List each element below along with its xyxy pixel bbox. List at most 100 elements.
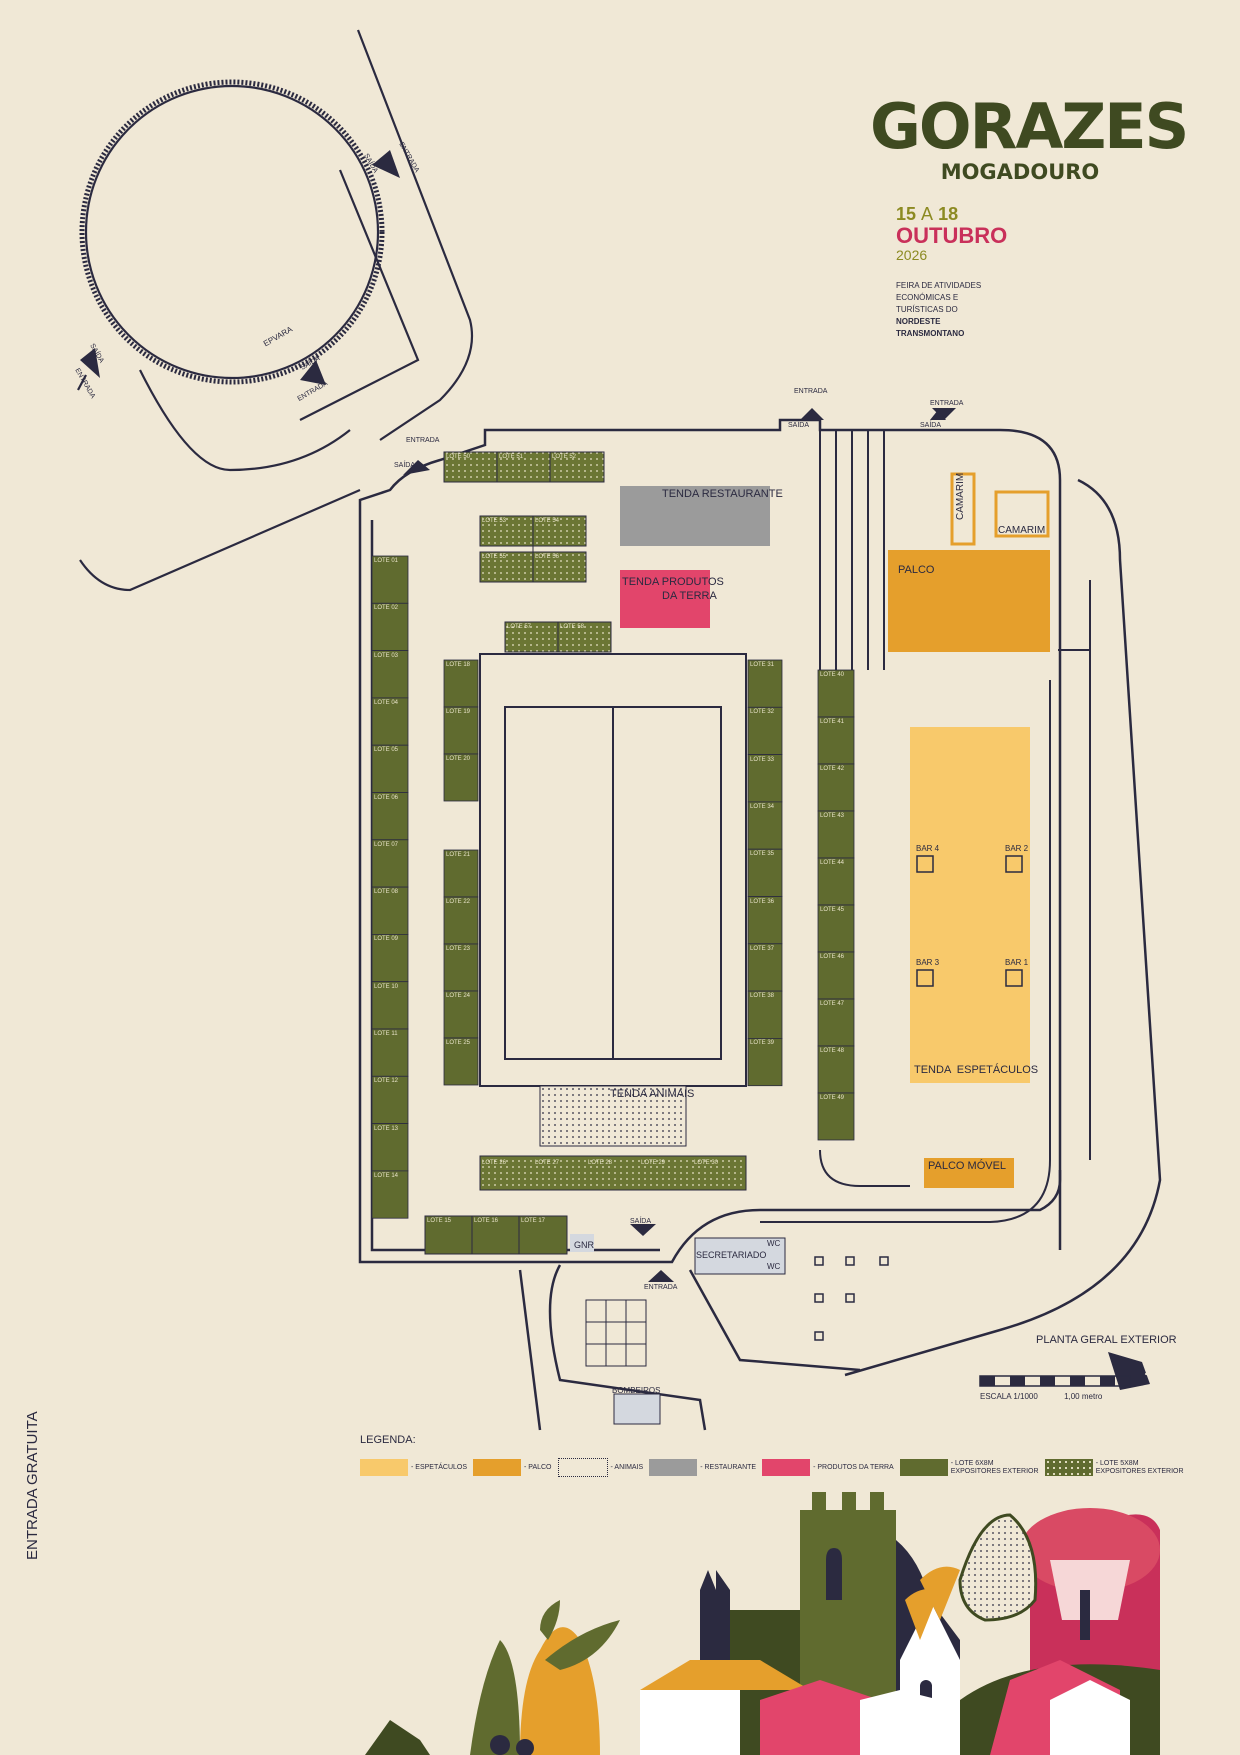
lot-lote-18 [443,659,479,708]
lot-lote-04 [371,697,409,746]
tenda-animais [539,1085,687,1147]
lot-lote-36 [747,896,783,945]
lot-lote-24 [443,990,479,1039]
lot-lote-35 [747,848,783,897]
lot-label: LOTE 11 [374,1031,398,1037]
lot-label: LOTE 34 [750,803,775,810]
lot-label: LOTE 35 [750,851,775,858]
gnr-box [570,1234,594,1252]
legend-item: - ANIMAIS [557,1458,643,1477]
lot-label: LOTE 55 [482,554,507,560]
desc-line-5: TRANSMONTANO [896,329,965,338]
lot-label: LOTE 37 [750,945,775,952]
palco-movel [924,1158,1014,1188]
lot-label: LOTE 23 [446,946,471,952]
lot-label: LOTE 01 [374,558,399,564]
tenda-restaurante [620,486,770,546]
lot-label: LOTE 04 [374,699,399,706]
lot-label: LOTE 39 [750,1040,775,1047]
lot-label: LOTE 20 [446,756,471,762]
gate-saida-south: SAÍDA [630,1218,652,1225]
scale-bar [979,1375,1131,1387]
lot-label: LOTE 54 [535,518,560,524]
lot-lote-05 [371,744,409,793]
label-tenda-restaurante: TENDA RESTAURANTE [662,488,783,500]
label-camarim-1: CAMARIM [955,472,966,520]
lot-label: LOTE 41 [820,719,845,725]
label-palco-movel: PALCO MÓVEL [928,1160,1007,1172]
camarim-1 [950,472,976,546]
lot-lote-42 [817,763,855,812]
lot-label: LOTE 32 [750,709,775,716]
label-bombeiros: BOMBEIROS [612,1386,661,1395]
lot-label: LOTE 29 [641,1160,666,1166]
lot-label: LOTE 18 [446,662,471,668]
lot-lote-38 [747,990,783,1039]
lot-lote-23 [443,943,479,992]
gate-saida-nw: SAÍDA [394,462,416,469]
lot-lote-03 [371,650,409,699]
lot-label: LOTE 19 [446,709,471,715]
lot-lote-47 [817,998,855,1047]
lot-lote-21 [443,849,479,898]
lot-lote-41 [817,716,855,765]
scale-labels: ESCALA 1/1000 1,00 metro [980,1392,1126,1401]
label-tenda-espetaculos: TENDA ESPETÁCULOS [914,1064,1039,1076]
lot-lote-13 [371,1123,409,1172]
lot-label: LOTE 36 [750,898,775,905]
lot-label: LOTE 45 [820,907,845,913]
date-start: 15 [896,204,917,224]
label-camarim-2: CAMARIM [998,525,1046,536]
label-wc-1: WC [767,1239,781,1248]
lot-lote-14 [371,1170,409,1219]
lot-label: LOTE 24 [446,993,471,999]
lot-lote-08 [371,886,409,935]
legend-swatch [1044,1459,1093,1476]
lot-label: LOTE 03 [374,652,399,659]
legend-label: - RESTAURANTE [700,1463,757,1471]
date-year: 2026 [896,247,928,263]
label-secretariado: SECRETARIADO [696,1250,767,1260]
lot-lote-19 [443,706,479,755]
date-end: 18 [938,204,959,224]
kiosks [814,1256,889,1341]
lot-label: LOTE 14 [374,1172,399,1179]
lot-label: LOTE 28 [588,1160,613,1166]
lot-label: LOTE 42 [820,766,845,772]
label-bar-2: BAR 2 [1005,844,1029,853]
lot-lote-10 [371,981,409,1030]
label-gnr: GNR [574,1240,594,1250]
legend-item: - RESTAURANTE [649,1459,756,1476]
lot-lote-32 [747,706,783,755]
scale-ratio: ESCALA 1/1000 [980,1392,1038,1401]
tenda-espetaculos [910,727,1030,1083]
desc-line-3: TURÍSTICAS DO [896,305,958,314]
lot-label: LOTE 08 [374,889,399,896]
legend-label: - LOTE 5X8M EXPOSITORES EXTERIOR [1095,1459,1184,1475]
brand-name: GORAZES [870,90,1189,163]
lot-label: LOTE 56 [535,554,560,560]
lot-label: LOTE 48 [820,1048,845,1054]
roads [77,29,474,592]
legend-item: - ESPETÁCULOS [360,1459,467,1476]
date-month: OUTUBRO [896,223,1008,248]
legend-item: - PRODUTOS DA TERRA [762,1459,894,1476]
lot-label: LOTE 58 [560,624,585,630]
palco [888,550,1050,652]
label-tenda-animais: TENDA ANIMAIS [610,1088,695,1100]
lot-lote-12 [371,1075,409,1125]
lot-label: LOTE 47 [820,1001,845,1007]
legend-swatch [473,1459,522,1476]
lot-lote-25 [443,1037,479,1086]
lot-label: LOTE 33 [750,756,775,763]
lot-label: LOTE 12 [374,1078,399,1085]
lot-label: LOTE 27 [535,1160,560,1166]
desc-line-4: NORDESTE [896,317,941,326]
gate-entrada-nw: ENTRADA [406,437,440,444]
scale-unit: 1,00 metro [1064,1392,1103,1401]
label-bar-1: BAR 1 [1005,958,1029,967]
village-illustration [365,1492,1160,1755]
lot-label: LOTE 25 [446,1040,471,1046]
lot-label: LOTE 49 [820,1095,845,1101]
desc-line-2: ECONÓMICAS E [896,293,959,302]
